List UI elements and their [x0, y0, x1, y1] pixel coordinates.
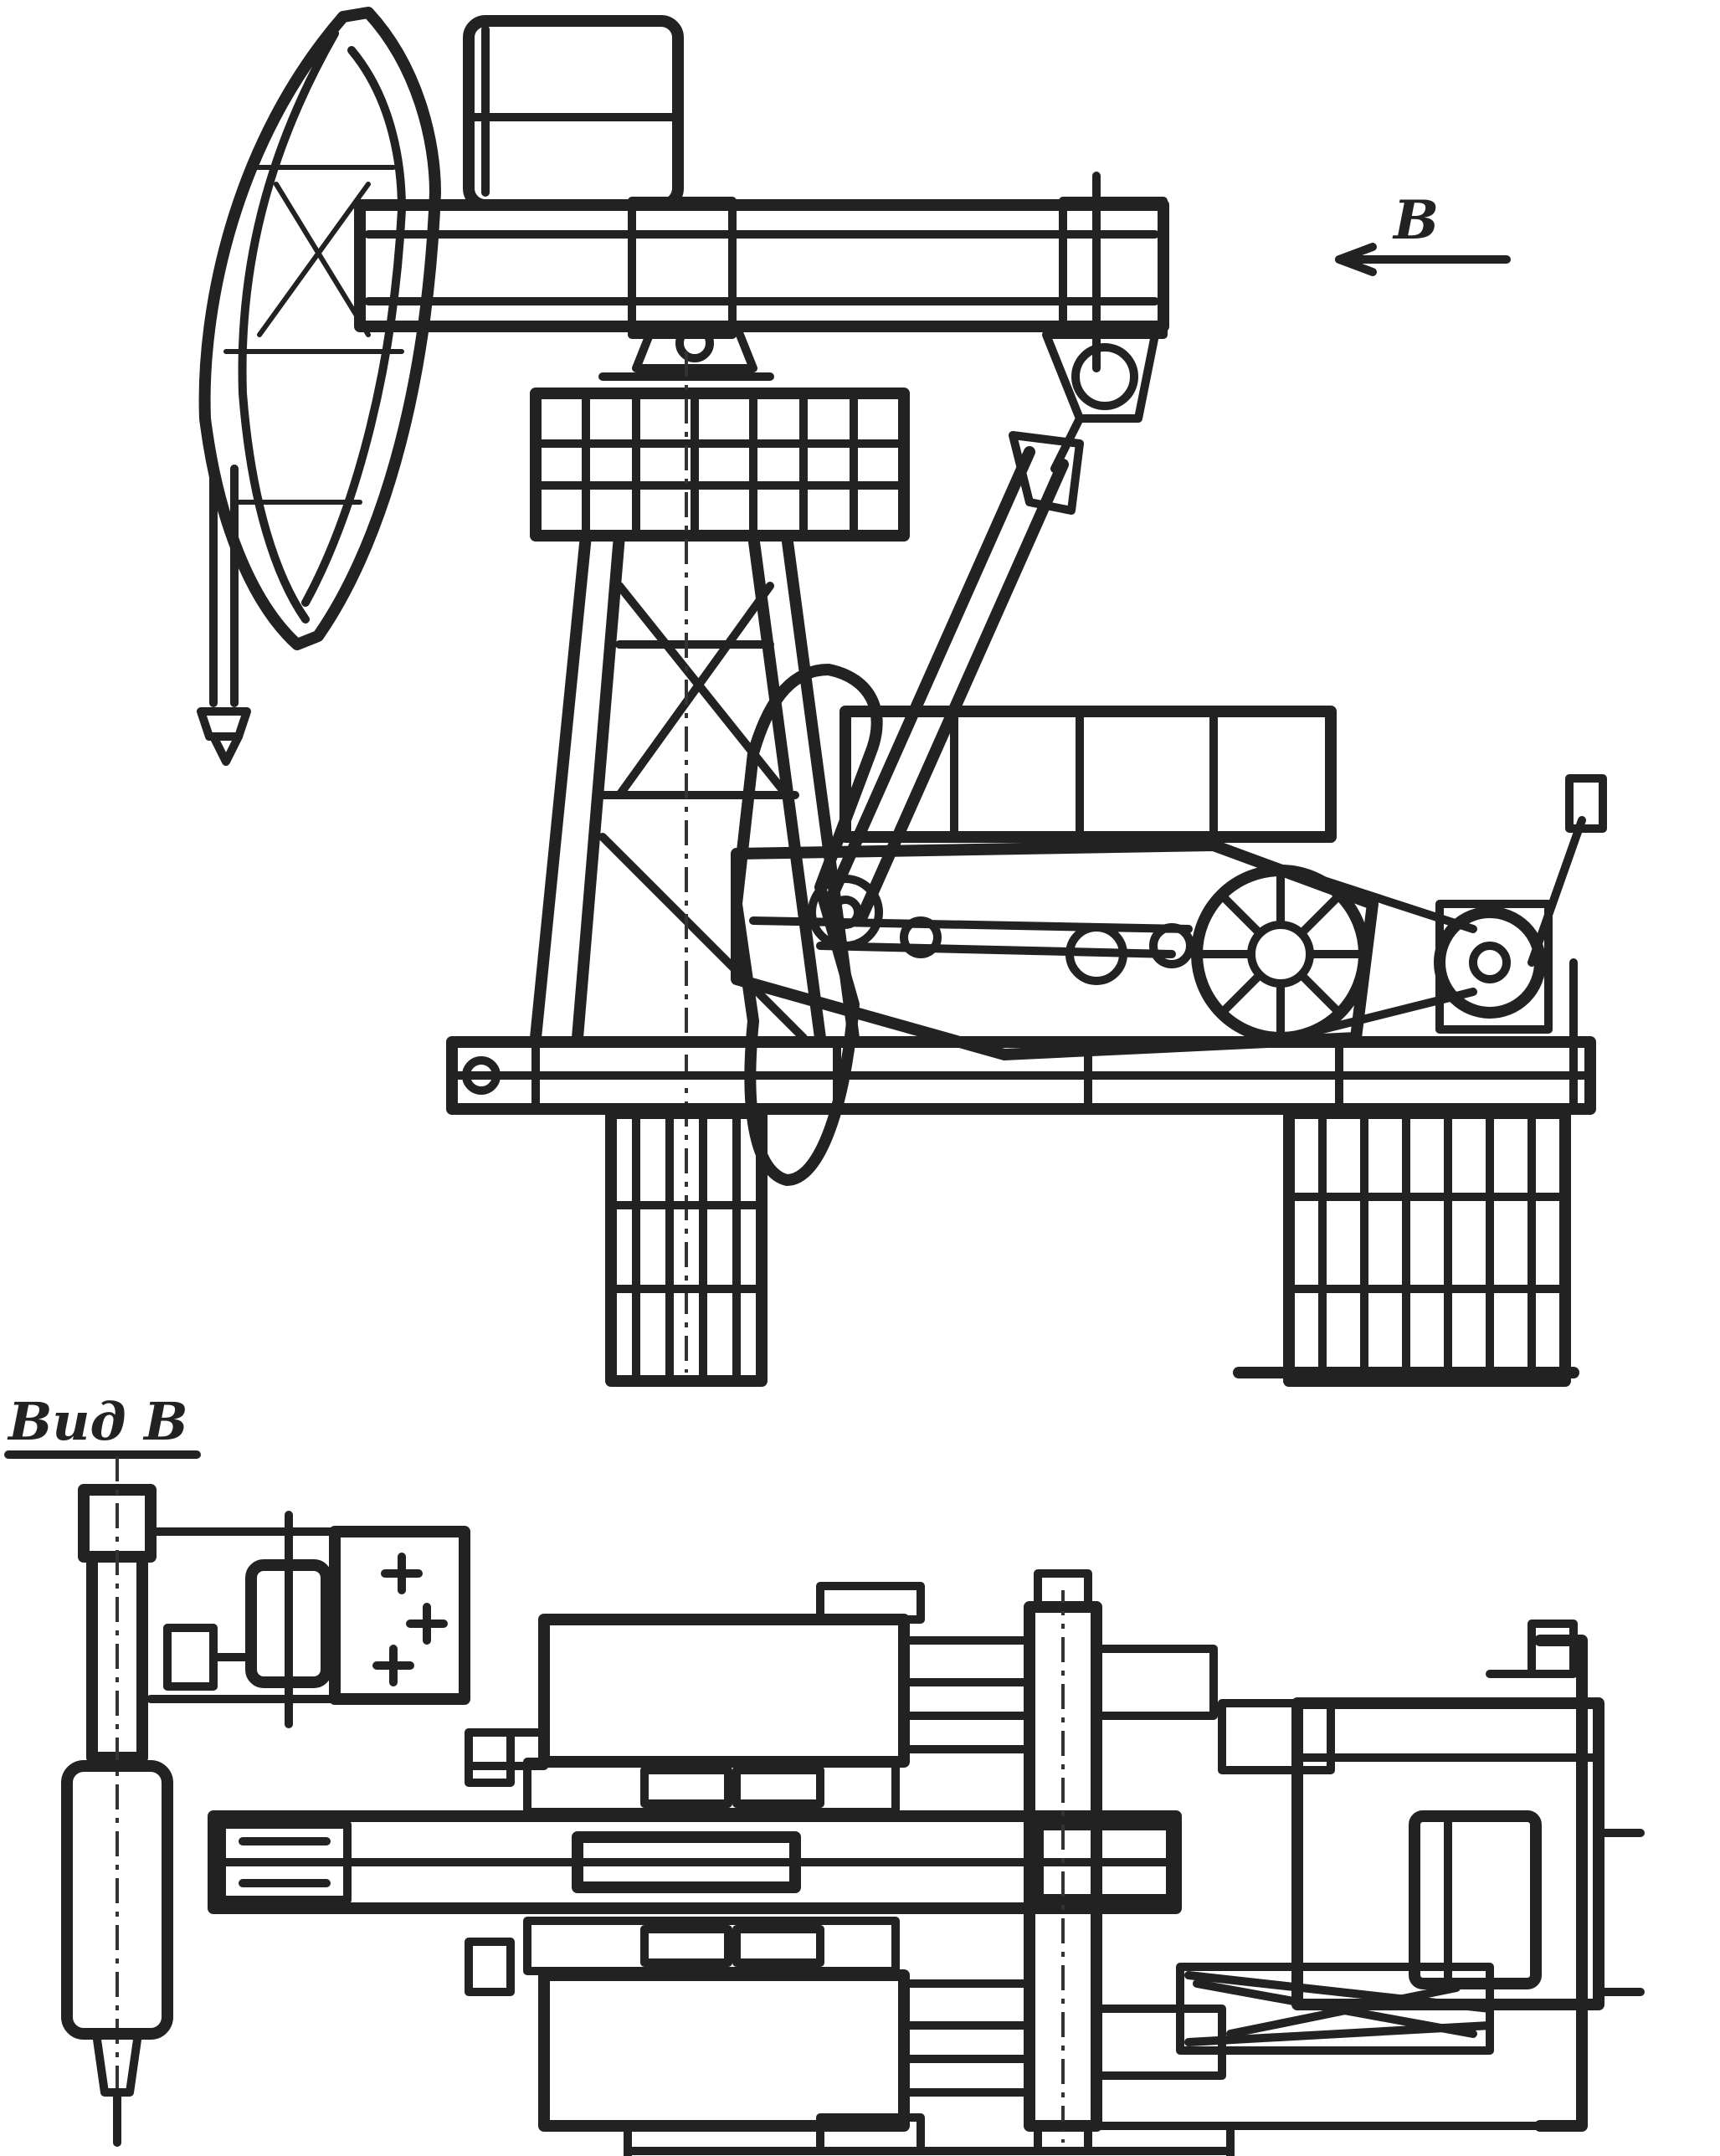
motor-sled: [1434, 774, 1607, 1034]
right-frame-rail: [1092, 1620, 1588, 2132]
upper-gear-housing: [465, 1614, 910, 1816]
left-vertical-unit: [61, 1456, 173, 2147]
horsehead: [198, 7, 441, 650]
control-cabinet: [146, 1511, 470, 1728]
foundation-left: [605, 1107, 768, 1387]
large-sheave: [1191, 865, 1370, 1044]
samson-post-head: [530, 372, 910, 542]
view-title: Вид B: [7, 1391, 188, 1452]
view-arrow-label: B: [1392, 189, 1439, 252]
right-motor-assembly: [1176, 1697, 1645, 2055]
side-elevation: [197, 7, 1607, 1387]
central-shaft: [1024, 1569, 1102, 2155]
polished-rod-hanger: [197, 465, 251, 766]
view-direction-arrow: [1335, 243, 1511, 276]
upper-crank: [816, 1582, 1218, 1753]
walking-beam: [354, 172, 1169, 372]
foundation-right: [1233, 1107, 1579, 1387]
plan-view: Вид B: [4, 1391, 1645, 2156]
base-frame: [446, 958, 1596, 1115]
equalizer: [1042, 331, 1159, 473]
saddle-bearing: [632, 322, 757, 372]
drive-belt: [1302, 870, 1477, 1038]
belt-guard: [839, 706, 1337, 843]
